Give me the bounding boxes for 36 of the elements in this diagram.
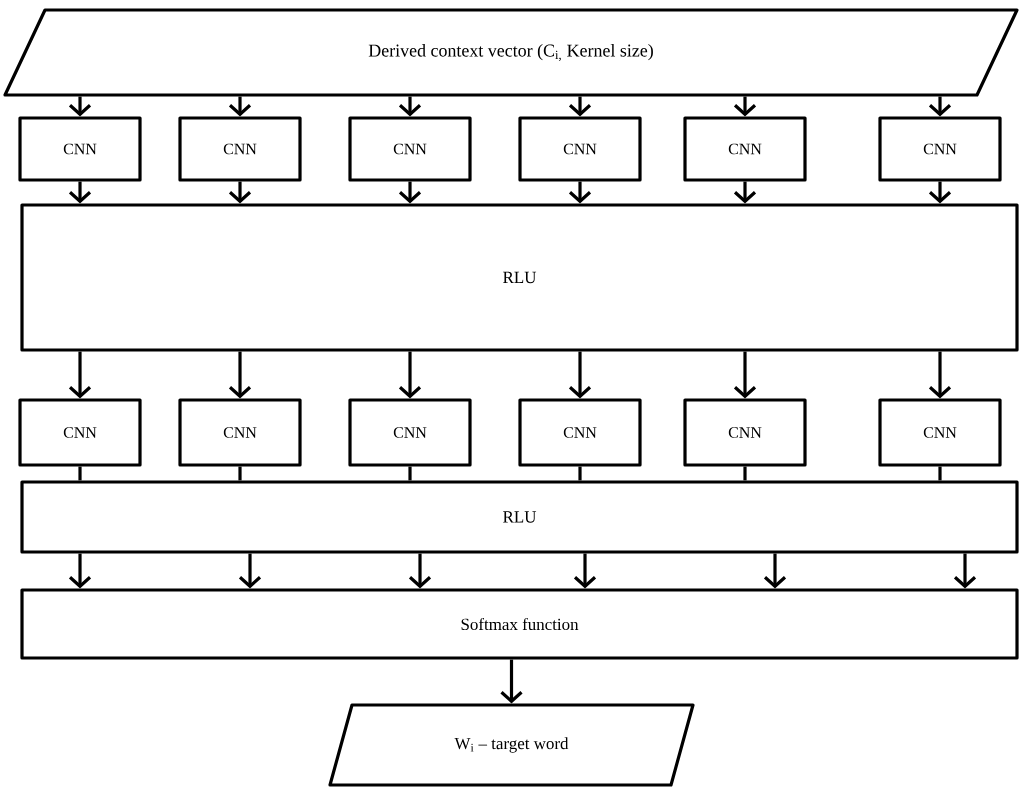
cnn-box: CNN [178, 398, 302, 467]
cnn-box: CNN [683, 116, 807, 182]
cnn-box: CNN [878, 116, 1002, 182]
cnn-box: CNN [178, 116, 302, 182]
cnn-box: CNN [18, 116, 142, 182]
arrow [928, 351, 952, 399]
arrow [568, 351, 592, 399]
arrow [573, 553, 597, 589]
arrow [238, 553, 262, 589]
arrow [68, 553, 92, 589]
output-parallelogram: W$_{i}$ – target word [328, 703, 695, 787]
cnn-box: CNN [348, 116, 472, 182]
cnn-box: CNN [18, 398, 142, 467]
arrow [68, 351, 92, 399]
input-parallelogram: Derived context vector (C$_{i,}$ Kernel size) [3, 8, 1019, 97]
layer-box: RLU [20, 480, 1019, 554]
arrow [500, 659, 523, 704]
cnn-box: CNN [348, 398, 472, 467]
arrow [408, 553, 432, 589]
layer-box: Softmax function [20, 588, 1019, 660]
connector-line [578, 466, 582, 481]
arrow [733, 351, 757, 399]
connector-line [78, 466, 82, 481]
cnn-box: CNN [518, 398, 642, 467]
layer-box: RLU [20, 203, 1019, 352]
cnn-box: CNN [683, 398, 807, 467]
connector-line [938, 466, 942, 481]
connector-line [408, 466, 412, 481]
connector-line [743, 466, 747, 481]
cnn-box: CNN [518, 116, 642, 182]
cnn-box: CNN [878, 398, 1002, 467]
connector-line [238, 466, 242, 481]
arrow [398, 351, 422, 399]
arrow [763, 553, 787, 589]
arrow [228, 351, 252, 399]
arrow [953, 553, 977, 589]
